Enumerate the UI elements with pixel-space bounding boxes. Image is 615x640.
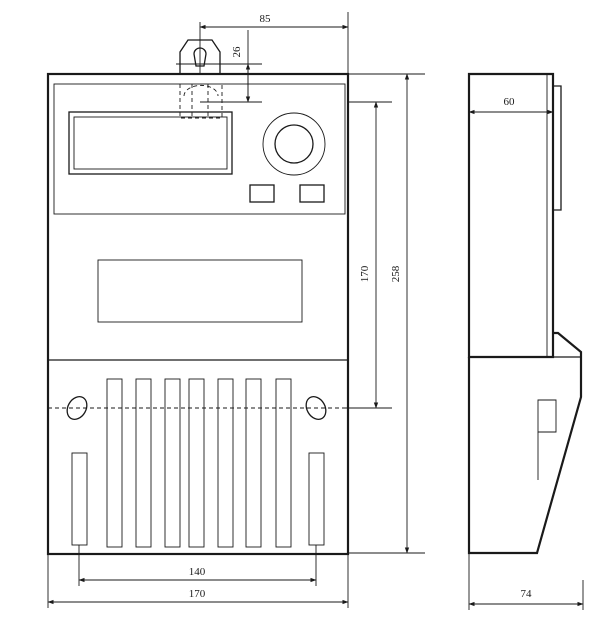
side-cover xyxy=(553,85,562,211)
optical-port-ring xyxy=(262,112,326,176)
meter-body xyxy=(46,72,350,556)
button-left xyxy=(249,184,275,203)
front-view xyxy=(46,22,350,556)
dim-label-60: 60 xyxy=(504,96,516,108)
side-body xyxy=(467,72,555,359)
optical-port xyxy=(274,124,314,164)
side-slot-right xyxy=(308,452,325,546)
front-dimensions: 85 26 170 258 140 170 xyxy=(47,12,425,608)
lcd-display xyxy=(68,111,233,175)
button-right xyxy=(299,184,325,203)
dim-label-170-vertical: 170 xyxy=(359,265,371,282)
side-slot-left xyxy=(71,452,88,546)
side-screw-block xyxy=(537,399,557,433)
side-view xyxy=(467,72,583,555)
dim-label-26: 26 xyxy=(231,46,243,58)
hidden-hanger xyxy=(179,84,223,119)
terminal-slot xyxy=(275,378,292,548)
terminal-slots xyxy=(106,378,292,548)
mounting-hole-left xyxy=(66,396,88,420)
lcd-inner xyxy=(73,116,228,170)
cover-window xyxy=(53,83,346,215)
dim-label-85: 85 xyxy=(260,13,272,25)
side-terminal-cover xyxy=(467,331,583,555)
dim-label-74: 74 xyxy=(521,588,533,600)
terminal-slot xyxy=(245,378,262,548)
keyhole-slot xyxy=(193,47,207,67)
mounting-hole-right xyxy=(305,396,327,420)
dim-label-140: 140 xyxy=(189,566,206,578)
nameplate xyxy=(97,259,303,323)
terminal-slot xyxy=(217,378,234,548)
terminal-slot xyxy=(164,378,181,548)
terminal-slot xyxy=(135,378,152,548)
dim-label-258: 258 xyxy=(390,265,402,282)
side-dimensions: 60 74 xyxy=(468,96,584,610)
terminal-slot xyxy=(106,378,123,548)
terminal-slot xyxy=(188,378,205,548)
dim-label-170-horizontal: 170 xyxy=(189,588,206,600)
